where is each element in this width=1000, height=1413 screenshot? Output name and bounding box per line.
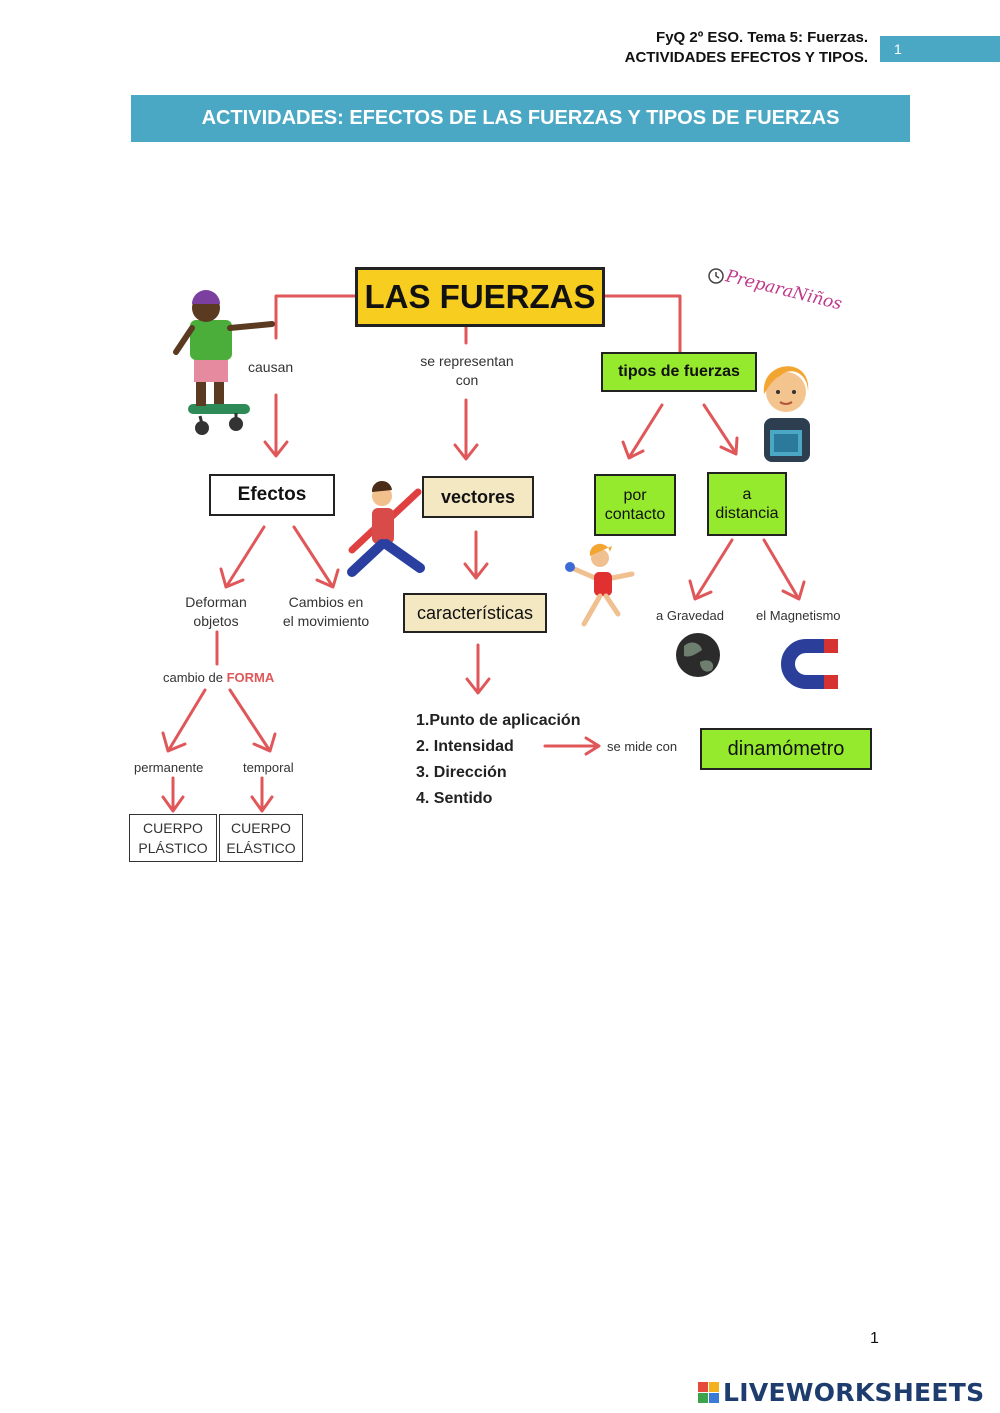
liveworksheets-brand-text: LIVEWORKSHEETS: [723, 1378, 984, 1407]
earth-icon: [676, 633, 720, 677]
box-cuerpo-elastico: CUERPO ELÁSTICO: [219, 814, 303, 862]
box-por-contacto: por contacto: [594, 474, 676, 536]
list-item: 4. Sentido: [416, 786, 580, 812]
box-a-distancia: a distancia: [707, 472, 787, 536]
list-item: 2. Intensidad: [416, 734, 580, 760]
label-se-representan: se representan con: [405, 352, 529, 390]
label-permanente: permanente: [134, 758, 203, 777]
list-item: 3. Dirección: [416, 760, 580, 786]
characteristics-list: 1.Punto de aplicación 2. Intensidad 3. D…: [416, 708, 580, 812]
liveworksheets-icon: [698, 1382, 719, 1403]
box-cuerpo-plastico: CUERPO PLÁSTICO: [129, 814, 217, 862]
girl-illustration: [764, 366, 810, 462]
box-dinamometro: dinamómetro: [700, 728, 872, 770]
label-temporal: temporal: [243, 758, 294, 777]
label-gravedad: a Gravedad: [656, 606, 724, 625]
box-efectos: Efectos: [209, 474, 335, 516]
label-cambios-movimiento: Cambios en el movimiento: [268, 593, 384, 631]
label-deforman-objetos: Deforman objetos: [166, 593, 266, 631]
box-caracteristicas: características: [403, 593, 547, 633]
athlete-illustration: [565, 544, 632, 624]
magnet-icon: [788, 646, 838, 682]
map-title-las-fuerzas: LAS FUERZAS: [355, 267, 605, 327]
box-tipos-de-fuerzas: tipos de fuerzas: [601, 352, 757, 392]
liveworksheets-logo: LIVEWORKSHEETS: [698, 1378, 984, 1407]
runner-illustration: [352, 481, 420, 572]
label-cambio-de-forma: cambio de FORMA: [163, 668, 274, 687]
list-item: 1.Punto de aplicación: [416, 708, 580, 734]
clock-icon: [709, 269, 723, 283]
label-se-mide-con: se mide con: [607, 737, 677, 756]
box-vectores: vectores: [422, 476, 534, 518]
footer-page-number: 1: [870, 1330, 879, 1348]
label-causan: causan: [248, 358, 293, 377]
label-magnetismo: el Magnetismo: [756, 606, 841, 625]
